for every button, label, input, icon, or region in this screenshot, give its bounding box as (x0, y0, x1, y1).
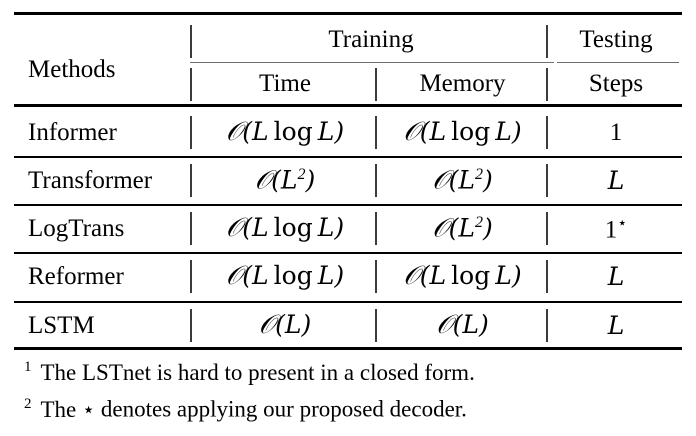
pipe-sep-sub-time (190, 68, 192, 101)
table-row-rule-3 (14, 252, 682, 254)
header-sub-memory: Memory (419, 70, 506, 97)
pipe-row5-c3 (546, 309, 548, 342)
pipe-row2-c1 (190, 164, 192, 197)
footnote-2-text-after: denotes applying our proposed decoder. (100, 396, 467, 422)
pipe-sep-sub-memory (375, 68, 377, 101)
pipe-row4-c2 (375, 260, 377, 293)
pipe-row5-c1 (190, 309, 192, 342)
table-bottomrule (14, 347, 682, 350)
row-logtrans-testing-steps: 1⋆ (604, 215, 628, 244)
header-group-testing: Testing (579, 26, 653, 53)
row-transformer-training-memory: 𝒪(L2) (432, 165, 493, 196)
footnote-2-text-before: The (40, 396, 77, 422)
pipe-row3-c2 (375, 212, 377, 245)
row-reformer-training-memory: 𝒪(L log L) (403, 261, 522, 291)
header-sub-time: Time (259, 70, 311, 97)
table-toprule (14, 12, 682, 15)
footnote-1-text: The LSTnet is hard to present in a close… (40, 359, 475, 385)
footnote-1: 1 The LSTnet is hard to present in a clos… (24, 360, 475, 384)
row-informer-training-memory: 𝒪(L log L) (403, 117, 522, 147)
header-methods: Methods (28, 56, 116, 83)
row-reformer-testing-steps: L (607, 262, 625, 291)
row-transformer-testing-steps: L (607, 166, 625, 195)
footnote-2: 2 The ⋆ denotes applying our proposed dec… (24, 397, 467, 421)
pipe-row3-c1 (190, 212, 192, 245)
table-row-rule-2 (14, 204, 682, 206)
footnote-1-mark: 1 (24, 359, 32, 375)
pipe-row3-c3 (546, 212, 548, 245)
pipe-row1-c1 (190, 116, 192, 149)
pipe-sep-sub-steps (546, 68, 548, 101)
row-logtrans-training-time: 𝒪(L log L) (225, 213, 345, 243)
header-group-training: Training (328, 26, 414, 53)
table-row-rule-4 (14, 301, 682, 303)
star-symbol: ⋆ (82, 397, 96, 422)
pipe-row4-c3 (546, 260, 548, 293)
pipe-row1-c3 (546, 116, 548, 149)
row-informer-testing-steps: 1 (609, 119, 623, 146)
table-midrule-header (14, 104, 682, 107)
pipe-sep-header-testing (546, 25, 548, 58)
pipe-row1-c2 (375, 116, 377, 149)
row-method-logtrans: LogTrans (28, 215, 125, 242)
row-reformer-training-time: 𝒪(L log L) (225, 261, 345, 291)
row-lstm-training-time: 𝒪(L) (258, 310, 312, 340)
cmidrule-training (190, 62, 554, 63)
footnote-2-mark: 2 (24, 396, 32, 412)
pipe-row4-c1 (190, 260, 192, 293)
pipe-row5-c2 (375, 309, 377, 342)
pipe-sep-header-training (190, 25, 192, 58)
row-method-informer: Informer (28, 119, 117, 146)
header-sub-steps: Steps (588, 70, 644, 97)
table-row-rule-1 (14, 156, 682, 158)
row-method-transformer: Transformer (28, 167, 153, 194)
row-logtrans-training-memory: 𝒪(L2) (432, 213, 493, 244)
row-lstm-training-memory: 𝒪(L) (436, 310, 489, 340)
row-informer-training-time: 𝒪(L log L) (225, 117, 345, 147)
row-method-lstm: LSTM (28, 312, 95, 339)
pipe-row2-c2 (375, 164, 377, 197)
row-lstm-testing-steps: L (607, 311, 625, 340)
cmidrule-testing (557, 62, 679, 63)
row-method-reformer: Reformer (28, 263, 124, 290)
row-transformer-training-time: 𝒪(L2) (254, 165, 316, 196)
pipe-row2-c3 (546, 164, 548, 197)
